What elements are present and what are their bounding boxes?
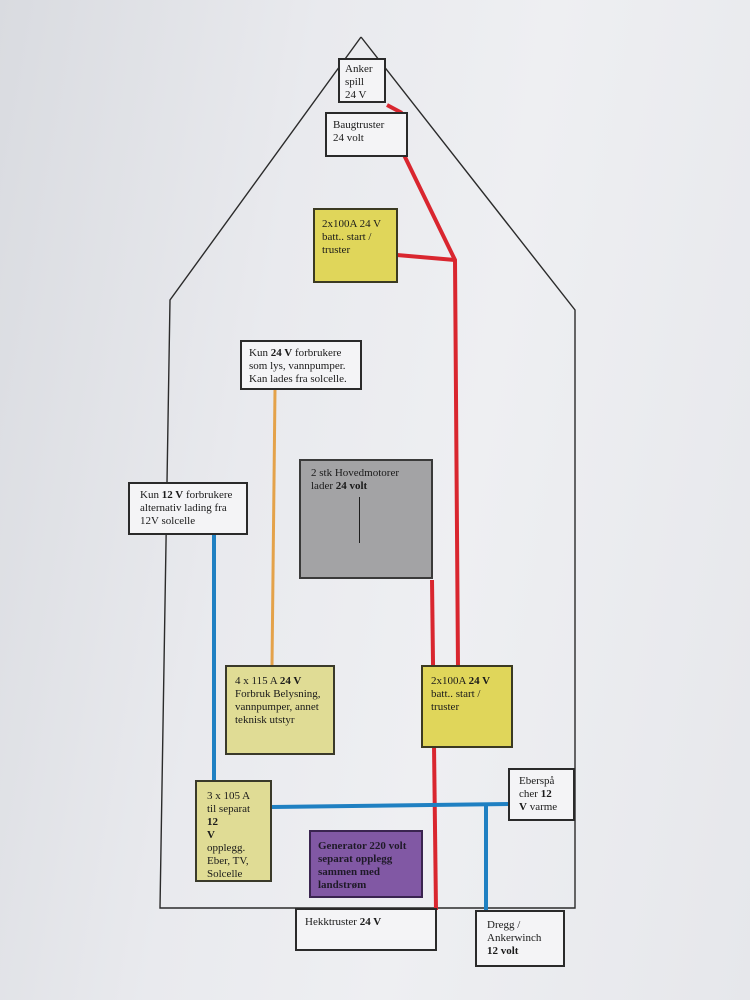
rear-battery-box: 2x100A 24 V batt.. start / truster (421, 665, 513, 748)
kun-24v-line2: som lys, vannpumper. (249, 360, 346, 372)
generator-line3: sammen med (318, 866, 381, 878)
eberspacher-line1: Eberspå (519, 775, 555, 787)
dregg-box: Dregg / Ankerwinch 12 volt (475, 910, 565, 967)
dregg-line1: Dregg / (487, 919, 521, 931)
eberspacher-line3: V varme (519, 801, 558, 813)
ankerspill-label: Anker (345, 63, 373, 75)
rear-battery-line1: 2x100A 24 V (431, 675, 491, 687)
dregg-line2: Ankerwinch (487, 932, 542, 944)
generator-line2: separat opplegg (318, 853, 393, 865)
motor-divider-line (359, 497, 360, 543)
front-battery-label-3: truster (322, 244, 351, 256)
ankerspill-box: Anker spill 24 V (338, 58, 386, 103)
eberspacher-box: Eberspå cher 12 V varme (508, 768, 575, 821)
battery-12v-line7: Solcelle (207, 868, 243, 880)
orange-wire-24v (270, 389, 277, 667)
battery-12v-line2: til separat (207, 803, 251, 815)
battery-12v-line4: V (207, 829, 215, 841)
hekktruster-box: Hekktruster 24 V (295, 908, 437, 951)
rear-battery-line3: truster (431, 701, 460, 713)
rear-battery-line2: batt.. start / (431, 688, 481, 700)
kun-12v-line3: 12V solcelle (140, 515, 196, 527)
battery-12v-line3: 12 (207, 816, 218, 828)
hekktruster-label: Hekktruster 24 V (305, 916, 382, 928)
hovedmotorer-charge: lader 24 volt (311, 480, 368, 492)
baugtruster-voltage: 24 volt (333, 132, 364, 144)
generator-line4: landstrøm (318, 879, 367, 891)
generator-line1: Generator 220 volt (318, 840, 407, 852)
baugtruster-label: Baugtruster (333, 119, 385, 131)
baugtruster-box: Baugtruster 24 volt (325, 112, 408, 157)
hovedmotorer-box: 2 stk Hovedmotorer lader 24 volt (299, 459, 433, 579)
kun-12v-box: Kun 12 V forbrukere alternativ lading fr… (128, 482, 248, 535)
front-battery-label-2: batt.. start / (322, 231, 372, 243)
eberspacher-line2: cher 12 (519, 788, 552, 800)
red-wire-front-battery (396, 253, 456, 262)
house-battery-line2: Forbruk Belysning, (235, 688, 321, 700)
blue-wire-eberspacher (271, 802, 511, 809)
red-wire-anker-baug (386, 103, 403, 115)
kun-12v-line1: Kun 12 V forbrukere (140, 489, 233, 501)
house-battery-box: 4 x 115 A 24 V Forbruk Belysning, vannpu… (225, 665, 335, 755)
dregg-line3: 12 volt (487, 945, 519, 957)
kun-24v-line3: Kan lades fra solcelle. (249, 373, 347, 385)
kun-24v-box: Kun 24 V forbrukere som lys, vannpumper.… (240, 340, 362, 390)
front-battery-box: 2x100A 24 V batt.. start / truster (313, 208, 398, 283)
ankerspill-label-2: spill (345, 76, 364, 88)
house-battery-line1: 4 x 115 A 24 V (235, 675, 302, 687)
house-battery-line4: teknisk utstyr (235, 714, 295, 726)
generator-box: Generator 220 volt separat opplegg samme… (309, 830, 423, 898)
battery-12v-line1: 3 x 105 A (207, 790, 251, 802)
kun-12v-line2: alternativ lading fra (140, 502, 227, 514)
hovedmotorer-label: 2 stk Hovedmotorer (311, 467, 399, 479)
house-battery-line3: vannpumper, annet (235, 701, 319, 713)
battery-12v-line5: opplegg. (207, 842, 246, 854)
kun-24v-line1: Kun 24 V forbrukere (249, 347, 342, 359)
battery-12v-box: 3 x 105 A til separat 12 V opplegg. Eber… (195, 780, 272, 882)
battery-12v-line6: Eber, TV, (207, 855, 249, 867)
ankerspill-voltage: 24 V (345, 89, 367, 101)
front-battery-label: 2x100A 24 V (322, 218, 382, 230)
